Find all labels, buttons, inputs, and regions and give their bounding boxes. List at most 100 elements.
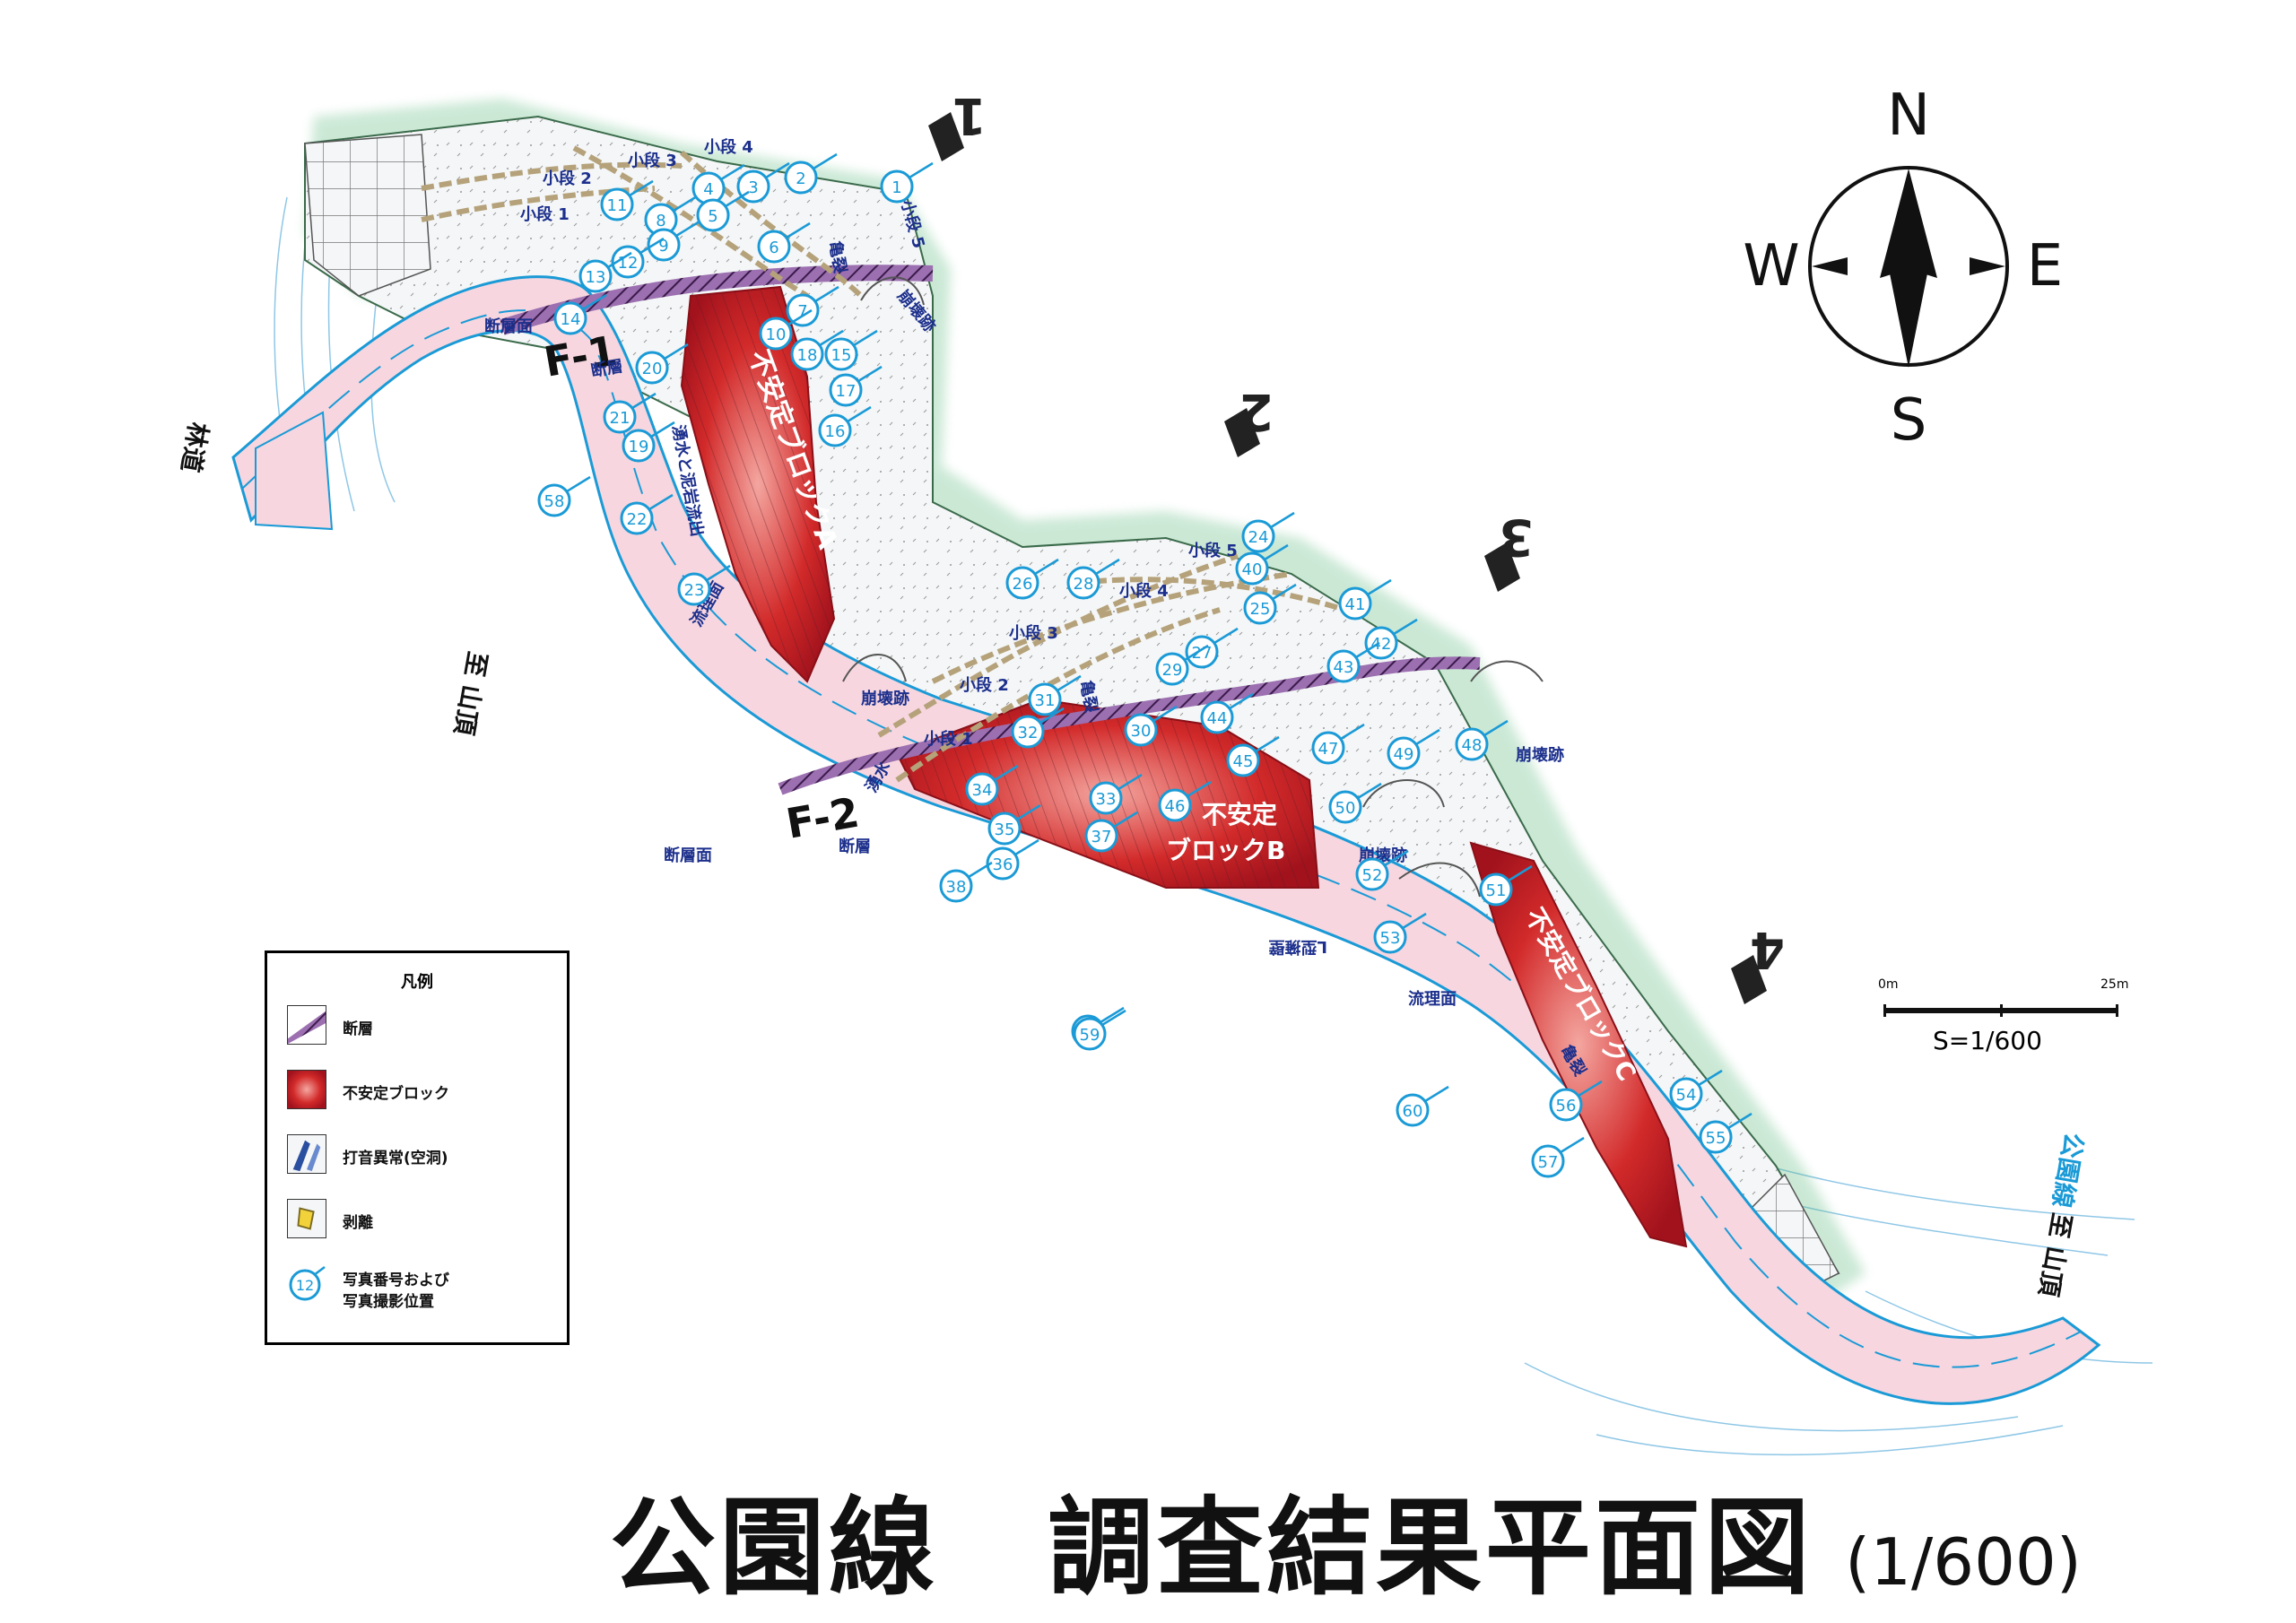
compass-rose	[1808, 166, 2009, 368]
photo-number: 43	[1334, 658, 1354, 677]
photo-marker: 6	[757, 221, 811, 264]
label-fault-2: 断層	[839, 837, 871, 856]
photo-number: 55	[1706, 1129, 1726, 1148]
hammer-anomaly-symbol	[287, 1134, 326, 1174]
photo-number: 7	[797, 302, 807, 321]
scale-ratio: S=1/600	[1933, 1026, 2042, 1055]
photo-marker: 47	[1311, 723, 1365, 765]
compass-e: E	[2027, 233, 2063, 299]
photo-marker: 9	[647, 220, 700, 262]
photo-number: 9	[658, 237, 668, 256]
label-collapse-4: 崩壊跡	[1516, 745, 1564, 765]
photo-number: 15	[831, 346, 852, 365]
fault-f2	[778, 656, 1481, 795]
grid-wall	[304, 134, 431, 297]
photo-number: 45	[1233, 752, 1254, 771]
section-4: 4	[1750, 920, 1785, 978]
legend-label-hammer: 打音異常(空洞)	[343, 1150, 448, 1167]
photo-marker: 33	[1089, 773, 1143, 815]
photo-marker-symbol: 12	[289, 1266, 326, 1301]
section-markers	[928, 112, 1767, 1004]
label-route: 公園線	[2047, 1131, 2089, 1210]
photo-marker: 22	[620, 493, 674, 535]
photo-number: 47	[1318, 740, 1339, 759]
scale-end: 25m	[2100, 977, 2129, 992]
label-flow-plane-2: 流理面	[1408, 989, 1457, 1009]
photo-marker: 57	[1531, 1136, 1585, 1178]
photo-marker: 41	[1338, 578, 1392, 621]
photo-number: 18	[797, 346, 818, 365]
block-b-label-2: ブロックB	[1166, 836, 1285, 865]
label-step4-b: 小段 4	[1119, 581, 1169, 601]
label-step3-b: 小段 3	[1009, 623, 1058, 643]
photo-number: 58	[544, 492, 565, 511]
label-shear: L型擁壁	[1269, 937, 1327, 957]
photo-number: 11	[607, 196, 628, 215]
photo-marker: 54	[1669, 1069, 1723, 1111]
photo-number: 25	[1250, 600, 1271, 619]
photo-marker: 19	[622, 421, 675, 463]
fault-f1	[500, 265, 934, 335]
photo-marker: 31	[1028, 674, 1082, 716]
photo-number: 49	[1394, 745, 1414, 764]
photo-marker: 7	[786, 285, 839, 327]
scale-bar-graphic	[1883, 1004, 2118, 1017]
photo-marker: 42	[1364, 618, 1418, 660]
label-step2-b: 小段 2	[960, 675, 1009, 695]
photo-marker: 38	[939, 861, 993, 903]
photo-number: 10	[766, 325, 787, 344]
legend-label-photo-1: 写真番号および	[343, 1271, 449, 1289]
photo-number: 54	[1676, 1086, 1697, 1105]
photo-marker: 2	[784, 152, 838, 195]
label-to-yama-right: 至 山頂	[2033, 1211, 2077, 1299]
photo-marker: 29	[1155, 644, 1209, 686]
photo-number: 24	[1248, 528, 1269, 547]
photo-marker: 53	[1373, 912, 1427, 954]
photo-marker: 58	[537, 475, 591, 517]
photo-number: 50	[1335, 799, 1356, 818]
photo-marker: 51	[1479, 864, 1533, 907]
photo-number: 34	[972, 781, 993, 800]
photo-marker: 16	[818, 405, 872, 447]
photo-marker: 15	[824, 329, 878, 371]
unstable-block-symbol	[287, 1070, 326, 1109]
photo-marker: 21	[603, 392, 657, 434]
photo-number: 44	[1207, 709, 1228, 728]
photo-marker: 11	[600, 179, 654, 221]
photo-markers: 1234567891011121314151617181920212223242…	[537, 152, 1752, 1178]
photo-marker: 49	[1387, 728, 1440, 770]
section-2: 2	[1239, 382, 1274, 440]
photo-marker: 32	[1011, 707, 1065, 749]
photo-number: 23	[684, 581, 705, 600]
title-scale: (1/600)	[1845, 1524, 2082, 1600]
svg-text:12: 12	[296, 1277, 314, 1294]
scale-bar: 0m 25m S=1/600	[1866, 977, 2135, 1067]
compass-n: N	[1887, 82, 1930, 149]
photo-marker: 30	[1124, 705, 1178, 747]
photo-marker: 20	[635, 343, 689, 385]
legend-row-spalling: 剥離	[287, 1199, 556, 1253]
photo-number: 60	[1403, 1102, 1423, 1121]
photo-number: 37	[1091, 828, 1112, 846]
block-a-hatch	[682, 287, 834, 681]
label-step3-a: 小段 3	[628, 151, 677, 170]
photo-number: 32	[1018, 724, 1039, 742]
block-c-area	[1469, 841, 1688, 1248]
photo-marker: 17	[829, 365, 883, 407]
photo-number: 29	[1162, 661, 1183, 680]
legend-label-photo-2: 写真撮影位置	[343, 1293, 434, 1311]
photo-marker: 10	[759, 308, 813, 351]
photo-number: 59	[1080, 1026, 1100, 1045]
label-forest-road: 林道	[176, 420, 213, 474]
photo-number: 36	[993, 855, 1013, 874]
spalling-symbol	[287, 1199, 326, 1238]
photo-marker: 4	[691, 163, 745, 205]
photo-number: 33	[1096, 790, 1117, 809]
photo-marker: 55	[1699, 1112, 1752, 1154]
photo-marker: 25	[1243, 583, 1297, 625]
photo-marker: 24	[1241, 511, 1295, 553]
photo-number: 35	[995, 820, 1015, 839]
photo-marker: 40	[1235, 543, 1289, 586]
photo-marker: 43	[1326, 641, 1380, 683]
section-1: 1	[952, 86, 987, 144]
